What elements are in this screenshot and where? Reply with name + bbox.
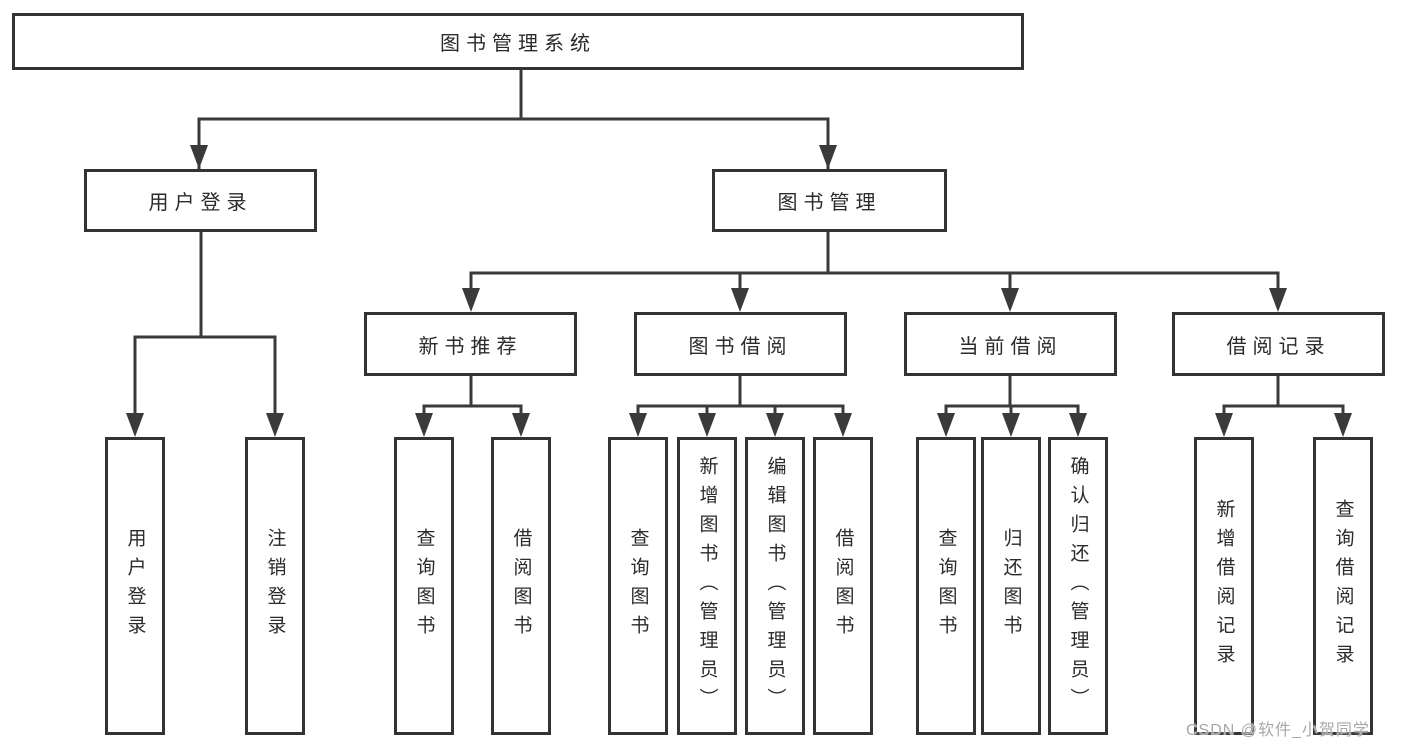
arrow-down-icon [1002, 413, 1020, 437]
node-new-book-recommendation: 新书推荐 [364, 312, 577, 376]
leaf-add-borrow-record: 新增借阅记录 [1194, 437, 1254, 735]
leaf-query-borrow-record: 查询借阅记录 [1313, 437, 1373, 735]
arrow-down-icon [1215, 413, 1233, 437]
arrow-down-icon [629, 413, 647, 437]
leaf-user-login: 用户登录 [105, 437, 165, 735]
leaf-add-book-admin: 新增图书（管理员） [677, 437, 737, 735]
leaf-query-books-current: 查询图书 [916, 437, 976, 735]
connector-userlogin-to-leaves [133, 232, 277, 433]
leaf-borrow-books-borrowing: 借阅图书 [813, 437, 873, 735]
arrow-down-icon [834, 413, 852, 437]
leaf-edit-book-admin: 编辑图书（管理员） [745, 437, 805, 735]
arrow-down-icon [1334, 413, 1352, 437]
leaf-query-books-borrowing: 查询图书 [608, 437, 668, 735]
connector-recommend-to-leaves [422, 376, 523, 433]
node-book-management: 图书管理 [712, 169, 947, 232]
arrow-down-icon [190, 145, 208, 169]
leaf-return-books: 归还图书 [981, 437, 1041, 735]
arrow-down-icon [512, 413, 530, 437]
arrow-down-icon [415, 413, 433, 437]
csdn-watermark: CSDN @软件_小贺同学 [1186, 722, 1370, 739]
node-current-borrowing: 当前借阅 [904, 312, 1117, 376]
node-borrowing-records: 借阅记录 [1172, 312, 1385, 376]
arrow-down-icon [462, 288, 480, 312]
leaf-logout: 注销登录 [245, 437, 305, 735]
arrow-down-icon [126, 413, 144, 437]
leaf-confirm-return-admin: 确认归还（管理员） [1048, 437, 1108, 735]
arrow-down-icon [731, 288, 749, 312]
node-book-borrowing: 图书借阅 [634, 312, 847, 376]
arrowheads [126, 145, 1352, 437]
connector-root-to-level2 [197, 70, 830, 169]
arrow-down-icon [937, 413, 955, 437]
arrow-down-icon [266, 413, 284, 437]
arrow-down-icon [698, 413, 716, 437]
arrow-down-icon [819, 145, 837, 169]
node-root: 图书管理系统 [12, 13, 1024, 70]
node-user-login: 用户登录 [84, 169, 317, 232]
connector-bookmgmt-to-level3 [469, 232, 1280, 308]
arrow-down-icon [1269, 288, 1287, 312]
leaf-query-books-recommend: 查询图书 [394, 437, 454, 735]
connector-records-to-leaves [1222, 376, 1345, 433]
arrow-down-icon [1001, 288, 1019, 312]
arrow-down-icon [1069, 413, 1087, 437]
connector-borrowing-to-leaves [636, 376, 845, 433]
arrow-down-icon [766, 413, 784, 437]
leaf-borrow-books-recommend: 借阅图书 [491, 437, 551, 735]
